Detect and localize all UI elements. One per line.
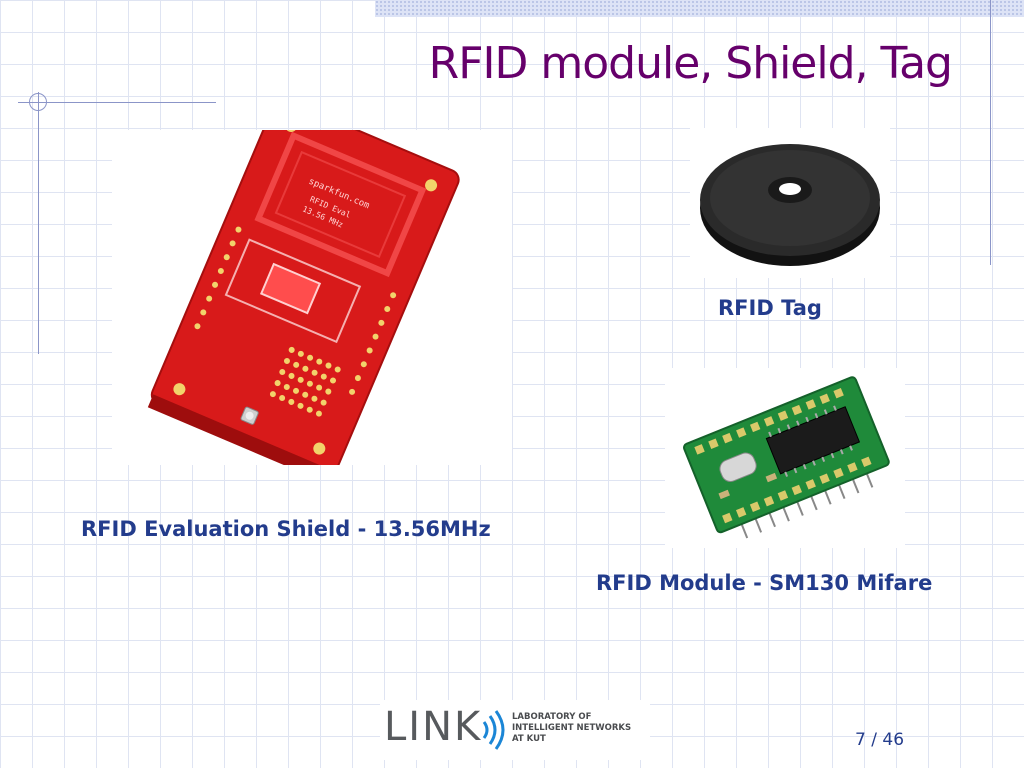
wireless-signal-icon (482, 710, 505, 750)
top-decorative-band (375, 0, 1024, 17)
rfid-module-photo (665, 368, 905, 548)
slide-title: RFID module, Shield, Tag (428, 38, 953, 89)
left-horizontal-accent-line (18, 102, 216, 103)
rfid-shield-photo: sparkfun.com RFID Eval 13.56 MHz (112, 98, 512, 484)
rfid-module-caption: RFID Module - SM130 Mifare (596, 571, 933, 595)
rfid-tag-caption: RFID Tag (718, 296, 822, 320)
page-number: 7 / 46 (855, 730, 904, 750)
page-total: 46 (882, 730, 905, 750)
page-current: 7 (855, 730, 866, 750)
rfid-shield-caption: RFID Evaluation Shield - 13.56MHz (81, 517, 491, 541)
left-vertical-accent-line (38, 92, 39, 354)
logo-tagline: LABORATORY OF INTELLIGENT NETWORKS AT KU… (512, 712, 632, 744)
logo-wordmark: LINK (384, 704, 483, 750)
link-lab-logo: LINK LABORATORY OF INTELLIGENT NETWORKS … (380, 700, 650, 760)
rfid-tag-photo (690, 128, 890, 278)
right-accent-line (990, 0, 991, 265)
page-separator: / (871, 730, 877, 750)
corner-circle-mark (29, 93, 47, 111)
